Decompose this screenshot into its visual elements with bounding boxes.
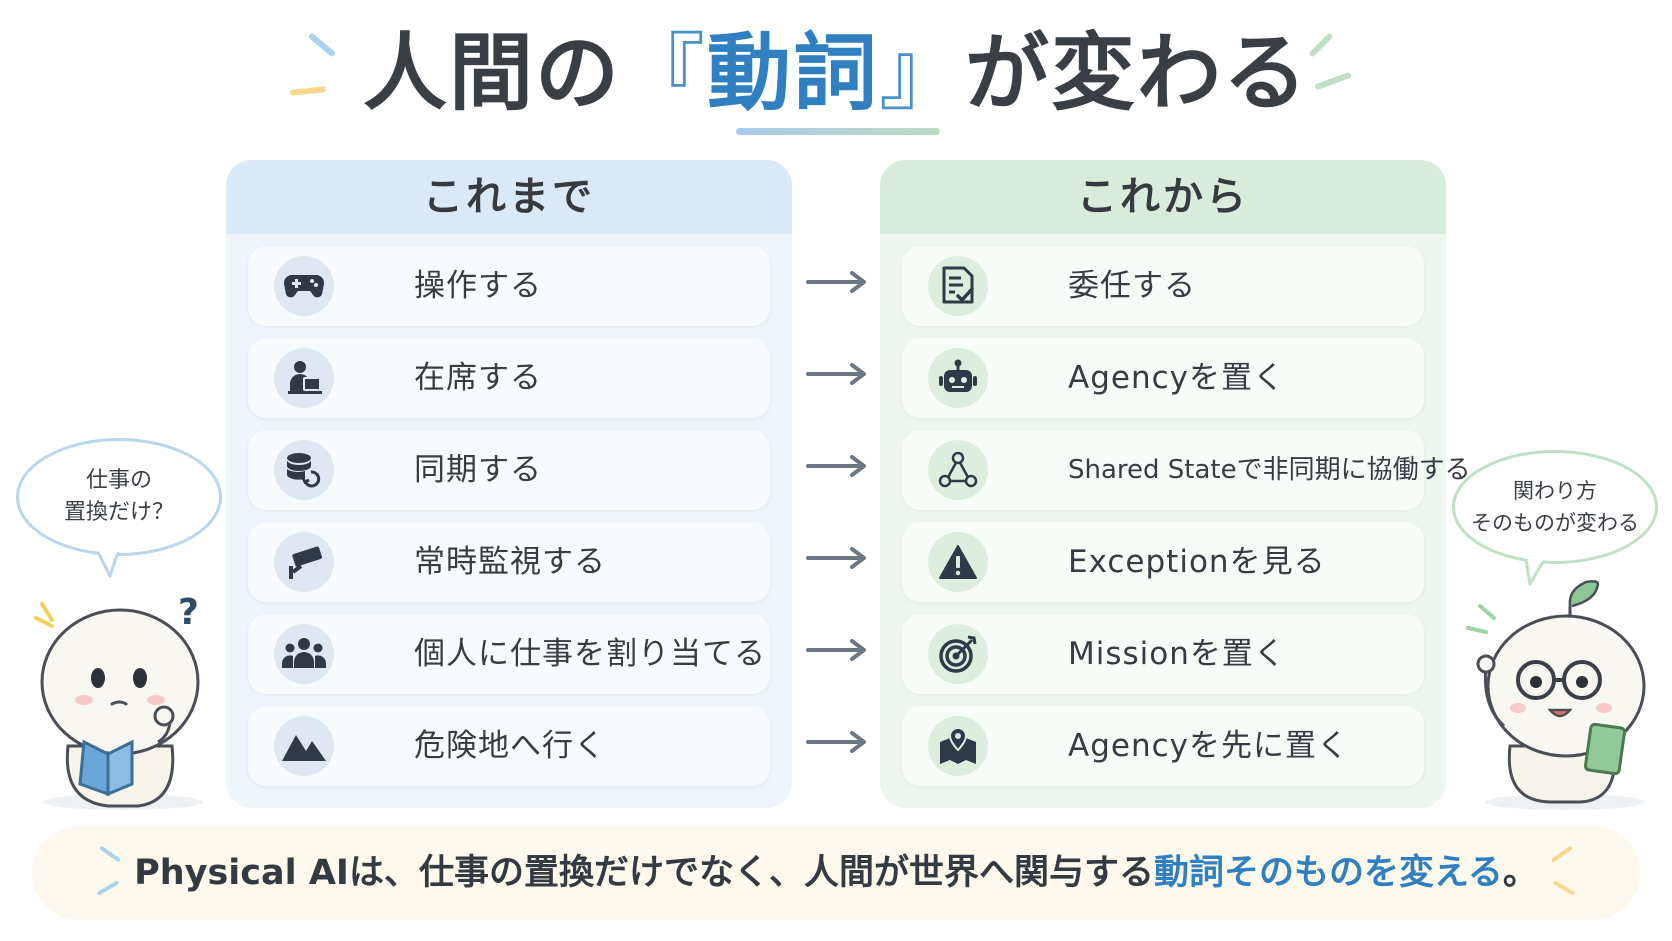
list-item: Agencyを先に置く: [902, 706, 1424, 786]
arrow-icon: [806, 731, 866, 753]
speech-bubble-right: 関わり方 そのものが変わる: [1452, 450, 1658, 564]
title-bracket-open: 『: [620, 24, 707, 122]
list-item: 操作する: [248, 246, 770, 326]
arrow-icon: [806, 639, 866, 661]
before-heading: これまで: [226, 160, 792, 234]
bubble-left-line2: 置換だけ？: [63, 500, 174, 525]
gamepad-icon: [274, 256, 334, 316]
checklist-document-icon: [928, 256, 988, 316]
bubble-left-line1: 仕事の: [85, 468, 152, 493]
item-label: Agencyを先に置く: [1068, 728, 1349, 764]
bubble-right-line1: 関わり方: [1513, 479, 1597, 503]
thinking-character-illustration: [34, 602, 203, 810]
warning-triangle-icon: [928, 532, 988, 592]
item-label: 常時監視する: [414, 544, 606, 580]
person-at-laptop-icon: [274, 348, 334, 408]
question-mark: ?: [178, 592, 199, 633]
list-item: 同期する: [248, 430, 770, 510]
list-item: 在席する: [248, 338, 770, 418]
arrow-icon: [806, 271, 866, 293]
target-icon: [928, 624, 988, 684]
speech-bubble-left: 仕事の 置換だけ？: [16, 438, 222, 556]
list-item: 個人に仕事を割り当てる: [248, 614, 770, 694]
bubble-tail: [1524, 558, 1546, 586]
bubble-right-line2: そのものが変わる: [1471, 511, 1639, 535]
item-label: 委任する: [1068, 268, 1196, 304]
before-panel: これまで 操作する 在席する 同期する 常時監視する: [226, 160, 792, 808]
page-title: 人間の『動詞』が変わる: [0, 18, 1672, 128]
list-item: Agencyを置く: [902, 338, 1424, 418]
after-panel: これから 委任する Agencyを置く Shared Stateで非同期に協働す…: [880, 160, 1471, 808]
security-camera-icon: [274, 532, 334, 592]
database-sync-icon: [274, 440, 334, 500]
list-item: Shared Stateで非同期に協働する: [902, 430, 1471, 510]
item-label: Missionを置く: [1068, 636, 1286, 672]
banner-highlight: 動詞そのものを変える: [1153, 853, 1503, 893]
list-item: Missionを置く: [902, 614, 1424, 694]
item-label: 在席する: [414, 360, 542, 396]
list-item: 常時監視する: [248, 522, 770, 602]
title-accent: 動詞: [706, 24, 879, 122]
item-label: Shared Stateで非同期に協働する: [1068, 455, 1471, 485]
people-group-icon: [274, 624, 334, 684]
title-bracket-close: 』: [879, 24, 966, 122]
title-underline: [736, 128, 940, 135]
summary-banner: Physical AIは、仕事の置換だけでなく、人間が世界へ関与する動詞そのもの…: [32, 826, 1640, 920]
after-heading: これから: [880, 160, 1446, 234]
item-label: 個人に仕事を割り当てる: [414, 636, 766, 672]
item-label: Exceptionを見る: [1068, 544, 1326, 580]
banner-end: 。: [1502, 853, 1538, 893]
item-label: 操作する: [414, 268, 542, 304]
arrow-icon: [806, 547, 866, 569]
list-item: 委任する: [902, 246, 1424, 326]
list-item: 危険地へ行く: [248, 706, 770, 786]
map-pin-icon: [928, 716, 988, 776]
item-label: 危険地へ行く: [414, 728, 606, 764]
robot-icon: [928, 348, 988, 408]
arrow-icon: [806, 455, 866, 477]
explaining-character-illustration: [1466, 580, 1646, 810]
arrow-icon: [806, 363, 866, 385]
bubble-tail: [96, 550, 120, 578]
banner-text: Physical AIは、仕事の置換だけでなく、人間が世界へ関与する: [134, 853, 1154, 893]
title-pre: 人間の: [362, 24, 621, 122]
title-post: が変わる: [965, 24, 1310, 122]
list-item: Exceptionを見る: [902, 522, 1424, 602]
network-nodes-icon: [928, 440, 988, 500]
item-label: Agencyを置く: [1068, 360, 1285, 396]
item-label: 同期する: [414, 452, 542, 488]
mountain-icon: [274, 716, 334, 776]
